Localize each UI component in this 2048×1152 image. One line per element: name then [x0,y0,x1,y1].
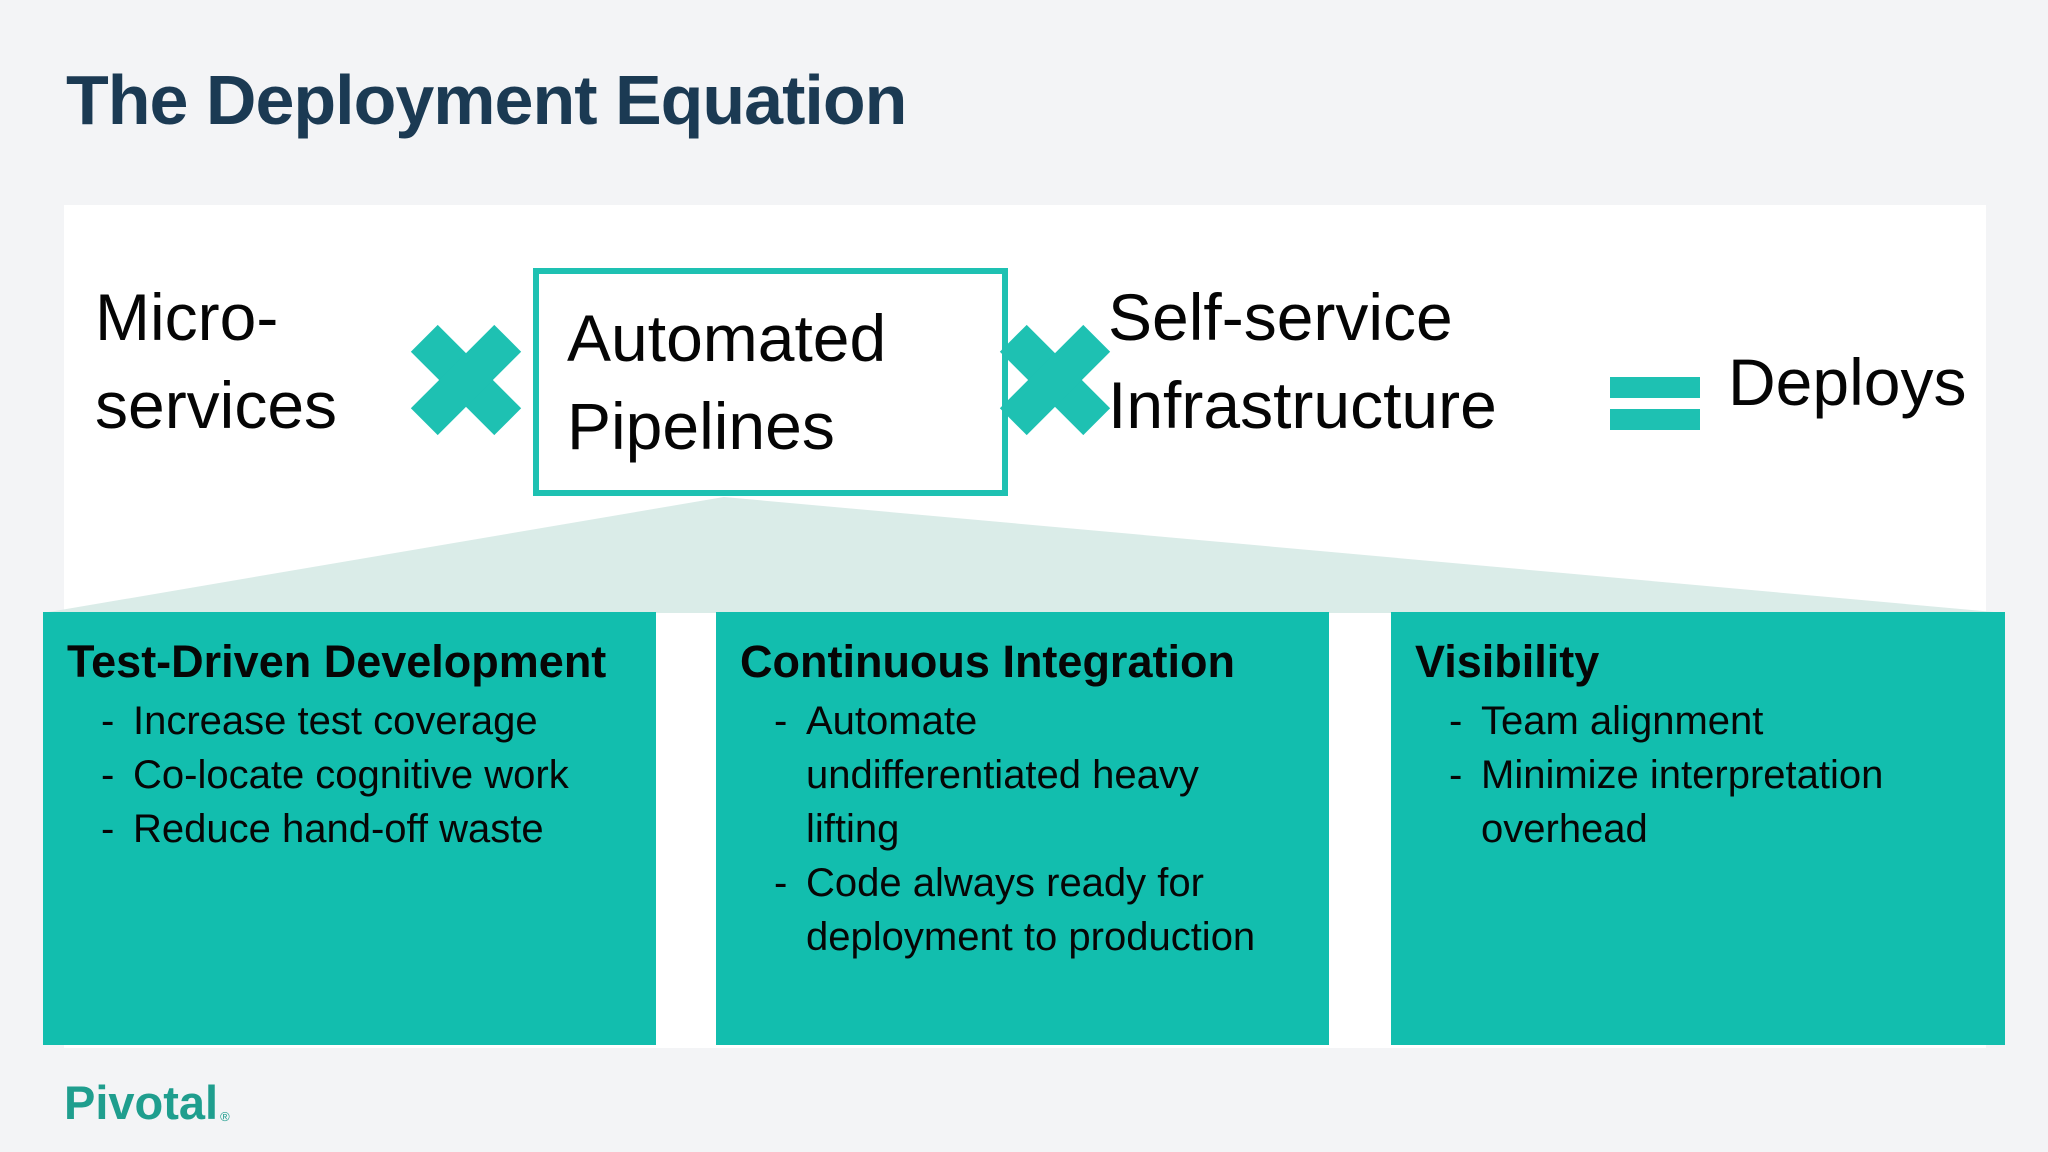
bullet-marker: - [1449,699,1463,743]
card-title: Continuous Integration [740,636,1235,687]
list-item: - Team alignment [1415,694,1981,748]
multiply-icon [999,324,1111,436]
bullet-marker: - [774,861,788,905]
bullet-marker: - [774,699,788,743]
equation-result: Deploys [1728,345,1967,419]
list-item: - Code always ready for deployment to pr… [740,856,1305,964]
list-item: - Increase test coverage [67,694,632,748]
equation-term-microservices: Micro- services [95,273,337,449]
bullet-text: Increase test coverage [133,699,538,743]
registered-trademark-icon: ® [220,1109,230,1124]
bullet-marker: - [101,753,115,797]
term-line: Micro- [95,280,279,354]
pivotal-wordmark: Pivotal [64,1076,219,1129]
card-title: Test-Driven Development [67,636,607,687]
pivotal-logo: Pivotal® [64,1076,230,1140]
bullet-marker: - [1449,753,1463,797]
term-line: Self-service [1108,280,1453,354]
bullet-text: Reduce hand-off waste [133,807,544,851]
term-line: Automated [567,301,887,375]
bullet-text: Team alignment [1481,699,1764,743]
bullet-text: Co-locate cognitive work [133,753,569,797]
card-test-driven-development: Test-Driven Development - Increase test … [43,612,656,1045]
slide-title: The Deployment Equation [66,61,907,139]
card-continuous-integration: Continuous Integration - Automate undiff… [716,612,1329,1045]
list-item: - Co-locate cognitive work [67,748,632,802]
bullet-marker: - [101,807,115,851]
bullet-marker: - [101,699,115,743]
list-item: - Minimize interpretation overhead [1415,748,1981,856]
multiply-icon [410,324,522,436]
term-line: Infrastructure [1108,368,1497,442]
equals-icon [1610,377,1700,430]
list-item: - Automate undifferentiated heavy liftin… [740,694,1305,856]
bullet-text: Minimize interpretation overhead [1481,753,1884,851]
term-line: services [95,368,338,442]
equation-term-selfservice: Self-service Infrastructure [1108,273,1497,449]
automated-pipelines-box: Automated Pipelines [533,268,1008,496]
list-item: - Reduce hand-off waste [67,802,632,856]
bullet-text: Code always ready for deployment to prod… [806,861,1256,959]
card-title: Visibility [1415,636,1600,687]
term-line: Pipelines [567,389,835,463]
card-visibility: Visibility - Team alignment - Minimize i… [1391,612,2005,1045]
bullet-text: Automate undifferentiated heavy lifting [806,699,1199,851]
